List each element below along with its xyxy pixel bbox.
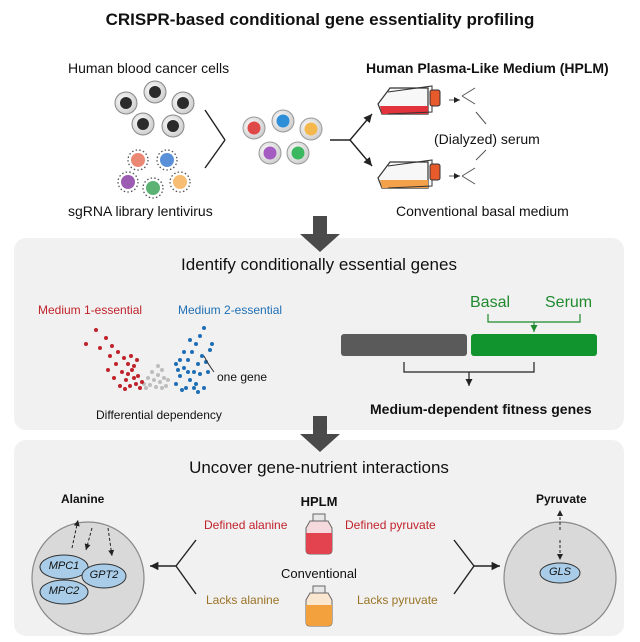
alanine-cell	[31, 519, 145, 635]
medium1-label: Medium 1-essential	[38, 303, 143, 317]
transduced-cells	[242, 109, 323, 165]
volcano-plot	[84, 326, 215, 394]
medium1-points	[84, 328, 144, 391]
conventional-flask	[377, 159, 441, 189]
left-branch-arrow	[150, 539, 197, 595]
figure-title: CRISPR-based conditional gene essentiali…	[105, 10, 535, 29]
hplm-flask	[377, 85, 441, 115]
conventional-bottle	[305, 585, 333, 627]
alanine-label: Alanine	[61, 492, 105, 506]
down-arrow-2	[300, 416, 340, 452]
medium2-label: Medium 2-essential	[178, 303, 283, 317]
split-arrow	[330, 113, 373, 167]
merge-arrow	[204, 109, 226, 169]
defined-pyruvate-label: Defined pyruvate	[345, 518, 436, 532]
serum-bracket	[449, 87, 487, 185]
fitness-bars	[341, 314, 597, 386]
serum-bar-label: Serum	[545, 294, 593, 311]
library-label: sgRNA library lentivirus	[68, 203, 213, 219]
hplm-title: Human Plasma-Like Medium (HPLM)	[366, 60, 609, 76]
gls-label: GLS	[548, 566, 571, 578]
one-gene-label: one gene	[217, 370, 268, 384]
lentivirus-particles	[117, 149, 191, 199]
gpt2-label: GPT2	[89, 569, 119, 581]
cells-label: Human blood cancer cells	[68, 60, 230, 76]
pyruvate-cell	[503, 510, 617, 635]
conventional-medium-label: Conventional basal medium	[396, 203, 569, 219]
mpc1-label: MPC1	[48, 560, 80, 572]
conventional-bottle-label: Conventional	[281, 566, 357, 581]
mpc2-label: MPC2	[48, 585, 80, 597]
axis-label: Differential dependency	[96, 408, 222, 422]
medium2-points	[174, 326, 214, 394]
hplm-bottle	[305, 513, 333, 555]
defined-alanine-label: Defined alanine	[204, 518, 288, 532]
pyruvate-label: Pyruvate	[536, 492, 587, 506]
fitness-genes-label: Medium-dependent fitness genes	[370, 401, 592, 417]
hplm-bottle-label: HPLM	[300, 494, 338, 509]
basal-label: Basal	[470, 294, 511, 311]
down-arrow-1	[300, 216, 340, 252]
grey-points	[142, 364, 170, 390]
lacks-pyruvate-label: Lacks pyruvate	[357, 593, 438, 607]
lacks-alanine-label: Lacks alanine	[206, 593, 280, 607]
uncover-heading: Uncover gene-nutrient interactions	[189, 458, 449, 477]
right-branch-arrow	[453, 539, 500, 595]
identify-heading: Identify conditionally essential genes	[181, 255, 457, 274]
serum-label: (Dialyzed) serum	[434, 131, 540, 147]
blood-cancer-cells	[114, 80, 195, 138]
